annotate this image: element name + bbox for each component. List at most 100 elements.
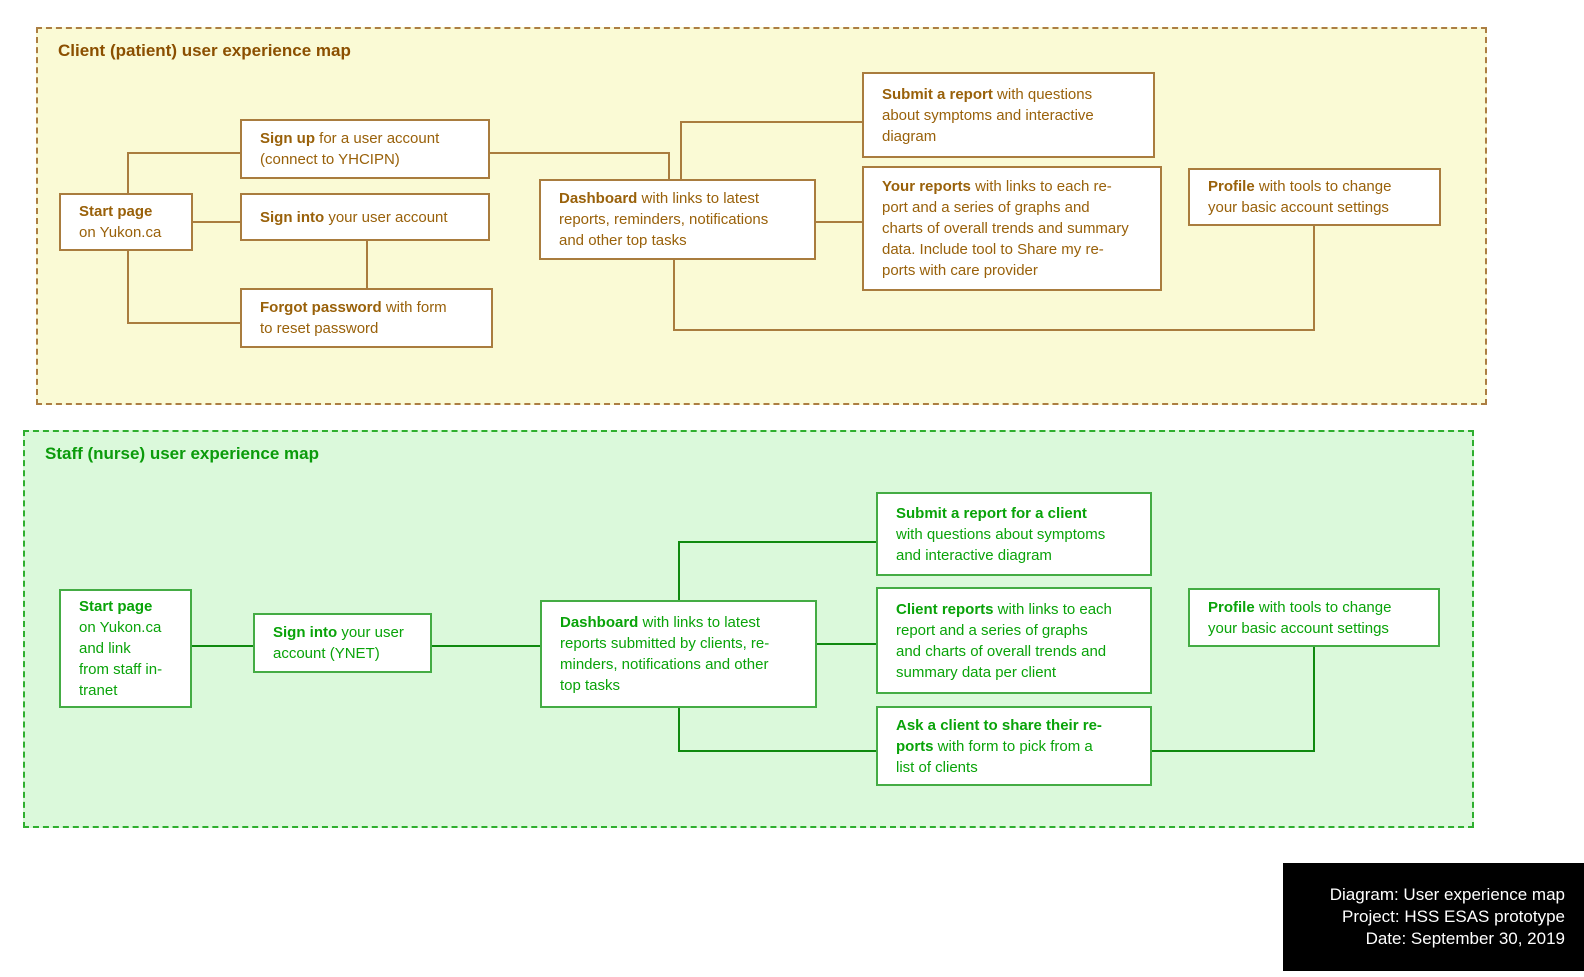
node-text-line: port and a series of graphs and [882, 197, 1152, 218]
node-text-line: from staff in- [79, 659, 182, 680]
node-text-line: Forgot password with form [260, 297, 483, 318]
node-text-line: Dashboard with links to latest [559, 188, 806, 209]
node-text-regular: with links to each re- [970, 178, 1112, 195]
node-text-regular: data. Include tool to Share my re- [882, 241, 1104, 258]
edge-dashboard-to-profile [673, 329, 1315, 331]
node-start-page: Start page on Yukon.ca [59, 193, 193, 251]
edge-sign-up-to-dashboard [668, 152, 670, 181]
footer-info-box: Diagram: User experience map Project: HS… [1283, 863, 1584, 971]
node-text-bold: Start page [79, 203, 153, 220]
footer-line-project: Project: HSS ESAS prototype [1342, 907, 1565, 926]
node-text-regular: tranet [79, 682, 118, 699]
edge-dashboard-to-your-reports [816, 221, 864, 223]
node-sign-into: Sign into your user account [240, 193, 490, 241]
footer-line-date: Date: September 30, 2019 [1365, 929, 1565, 948]
node-text-regular: reports, reminders, notifications [559, 211, 769, 228]
node-text-line: with questions about symptoms [896, 524, 1142, 545]
node-text-line: data. Include tool to Share my re- [882, 239, 1152, 260]
node-text-regular: your basic account settings [1208, 199, 1389, 216]
node-text-line: on Yukon.ca [79, 617, 182, 638]
node-text-line: Start page [79, 201, 183, 222]
node-sign-up: Sign up for a user account (connect to YH… [240, 119, 490, 179]
node-text-line: account (YNET) [273, 643, 422, 664]
node-text-line: on Yukon.ca [79, 222, 183, 243]
node-text-bold: Submit a report [882, 85, 993, 103]
edge-ask-client-share-reports-to-profile-staff [1313, 647, 1315, 752]
edge-start-page-to-sign-up [127, 152, 242, 154]
node-text-regular: with links to latest [637, 190, 760, 207]
node-text-bold: Profile [1208, 598, 1255, 616]
edge-dashboard-staff-to-ask-client-share-reports [678, 750, 878, 752]
edge-dashboard-to-profile [1313, 226, 1315, 331]
node-text-regular: and link [79, 640, 131, 657]
node-text-line: Dashboard with links to latest [560, 612, 807, 633]
node-text-regular: and other top tasks [559, 232, 687, 249]
node-text-line: list of clients [896, 757, 1142, 778]
node-text-line: Client reports with links to each [896, 599, 1142, 620]
node-text-regular: your user account [324, 208, 448, 226]
node-text-bold: Dashboard [559, 190, 638, 207]
edge-dashboard-staff-to-submit-report-for-client [678, 541, 878, 543]
node-text-regular: on Yukon.ca [79, 224, 162, 241]
node-text-line: about symptoms and interactive [882, 105, 1145, 126]
node-text-bold: Forgot password [260, 299, 382, 316]
edge-dashboard-to-submit-a-report [680, 121, 682, 181]
node-text-regular: on Yukon.ca [79, 619, 162, 636]
node-text-regular: from staff in- [79, 661, 163, 678]
node-text-line: tranet [79, 680, 182, 701]
node-text-line: and interactive diagram [896, 545, 1142, 566]
edge-dashboard-to-profile [673, 260, 675, 331]
node-text-regular: with links to latest [638, 614, 761, 631]
node-text-line: reports, reminders, notifications [559, 209, 806, 230]
edge-sign-into-to-forgot-password [366, 241, 368, 290]
node-forgot-password: Forgot password with form to reset passwo… [240, 288, 493, 348]
node-text-regular: with tools to change [1254, 178, 1392, 195]
node-text-line: Submit a report for a client [896, 503, 1142, 524]
node-text-line: (connect to YHCIPN) [260, 149, 480, 170]
edge-start-page-to-forgot-password [127, 251, 129, 324]
footer-line-diagram: Diagram: User experience map [1329, 885, 1565, 904]
node-text-bold: Sign up [260, 130, 315, 147]
node-text-regular: for a user account [315, 130, 440, 147]
node-text-line: Your reports with links to each re- [882, 176, 1152, 197]
panel-title-client: Client (patient) user experience map [58, 41, 351, 60]
node-text-line: Sign into your user account [260, 207, 480, 228]
node-text-regular: ports with care provider [882, 262, 1038, 279]
edge-sign-up-to-dashboard [490, 152, 670, 154]
edge-dashboard-staff-to-submit-report-for-client [678, 541, 680, 602]
node-text-line: and link [79, 638, 182, 659]
node-text-bold: ports [896, 737, 934, 755]
node-text-bold: Dashboard [560, 614, 639, 631]
node-text-regular: summary data per client [896, 663, 1057, 681]
panel-title-staff: Staff (nurse) user experience map [45, 444, 319, 463]
node-text-regular: reports submitted by clients, re- [560, 635, 770, 652]
edge-ask-client-share-reports-to-profile-staff [1152, 750, 1315, 752]
node-text-bold: Ask a client to share their re- [896, 716, 1102, 734]
node-text-regular: your user [337, 624, 404, 641]
edge-start-page-staff-to-sign-into-staff [192, 645, 255, 647]
node-text-regular: minders, notifications and other [560, 656, 769, 673]
node-text-regular: report and a series of graphs [896, 621, 1088, 639]
edge-dashboard-staff-to-ask-client-share-reports [678, 708, 680, 752]
node-text-regular: about symptoms and interactive [882, 106, 1094, 124]
node-text-regular: (connect to YHCIPN) [260, 151, 400, 168]
node-ask-client-share-reports: Ask a client to share their re-ports wit… [876, 706, 1152, 786]
node-text-line: to reset password [260, 318, 483, 339]
node-text-line: and charts of overall trends and [896, 641, 1142, 662]
node-text-line: Sign up for a user account [260, 128, 480, 149]
node-text-line: ports with form to pick from a [896, 736, 1142, 757]
node-text-regular: to reset password [260, 320, 379, 337]
node-dashboard: Dashboard with links to latest reports, r… [539, 179, 816, 260]
node-text-line: ports with care provider [882, 260, 1152, 281]
node-text-line: Submit a report with questions [882, 84, 1145, 105]
node-text-bold: Client reports [896, 600, 994, 618]
node-text-line: minders, notifications and other [560, 654, 807, 675]
node-text-bold: Sign into [260, 208, 325, 226]
node-text-line: reports submitted by clients, re- [560, 633, 807, 654]
node-text-line: top tasks [560, 675, 807, 696]
